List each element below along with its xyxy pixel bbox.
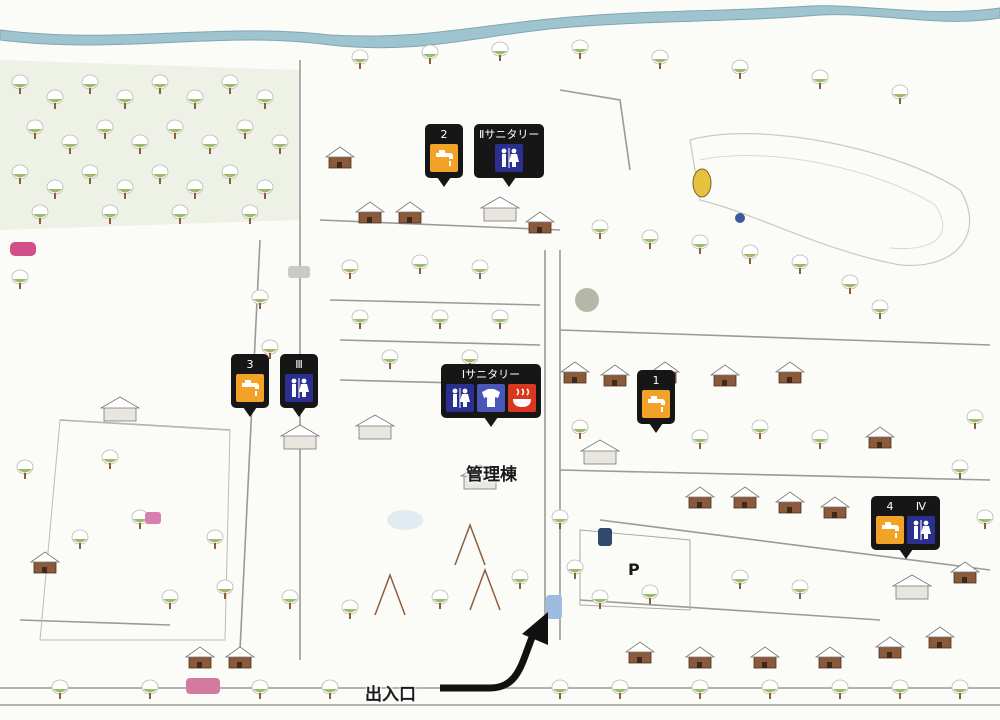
faucet-icon xyxy=(236,374,264,402)
faucet-icon xyxy=(876,516,904,544)
marker-label: 2 xyxy=(440,128,448,141)
marker-label: 4 xyxy=(886,500,894,513)
sanitary-marker-1[interactable]: Ⅰサニタリー xyxy=(441,364,541,427)
laundry-icon xyxy=(477,384,505,412)
faucet-marker-1[interactable]: 1 xyxy=(637,370,675,433)
sanitary-marker-2[interactable]: Ⅱサニタリー xyxy=(474,124,545,187)
faucet-icon xyxy=(430,144,458,172)
admin-building-label: 管理棟 xyxy=(466,465,517,485)
faucet-marker-2[interactable]: 2 xyxy=(425,124,463,187)
marker-label: Ⅱサニタリー xyxy=(479,128,540,141)
marker-label: Ⅳ xyxy=(915,500,927,513)
restroom-icon xyxy=(907,516,935,544)
restroom-icon xyxy=(446,384,474,412)
restroom-icon xyxy=(495,144,524,172)
marker-label: 1 xyxy=(652,374,660,387)
restroom-icon xyxy=(285,374,313,402)
marker-label: 3 xyxy=(246,358,254,371)
entrance-arrow xyxy=(440,628,539,692)
marker-label: Ⅰサニタリー xyxy=(461,368,521,381)
faucet-marker-3[interactable]: 3 xyxy=(231,354,269,417)
faucet-icon xyxy=(642,390,670,418)
parking-label: P xyxy=(628,560,640,579)
faucet-sanitary-marker-4[interactable]: 4 Ⅳ xyxy=(871,496,940,559)
car-icon xyxy=(10,242,36,256)
sanitary-marker-3[interactable]: Ⅲ xyxy=(280,354,318,417)
entrance-label: 出入口 xyxy=(365,685,416,705)
marker-label: Ⅲ xyxy=(295,358,303,371)
shower-icon xyxy=(508,384,536,412)
